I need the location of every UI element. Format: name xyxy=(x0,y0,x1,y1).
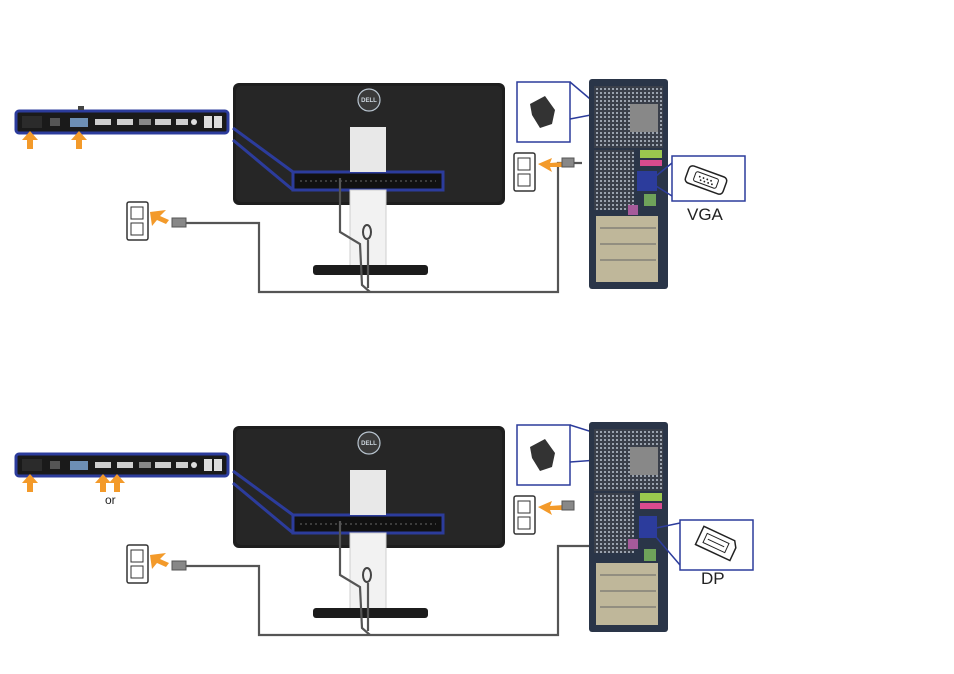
connector-inset xyxy=(656,520,753,570)
monitor-ports-strip xyxy=(16,106,228,133)
dp-diagram-graphic: DELL xyxy=(0,343,954,673)
wall-outlet-pc xyxy=(514,496,574,534)
vga-connection-diagram: DELL xyxy=(0,0,954,330)
computer-tower xyxy=(589,79,668,289)
or-label: or xyxy=(105,493,116,507)
vga-diagram-graphic: DELL xyxy=(0,0,954,330)
dell-logo: DELL xyxy=(361,98,377,104)
monitor-ports-strip xyxy=(16,454,228,476)
connector-inset xyxy=(656,156,745,201)
wall-outlet-monitor xyxy=(127,202,186,240)
power-plug-inset xyxy=(517,82,596,142)
dell-logo: DELL xyxy=(361,441,377,447)
connector-label: DP xyxy=(701,569,725,589)
computer-tower xyxy=(589,422,668,632)
connector-label: VGA xyxy=(687,205,723,225)
wall-outlet-pc xyxy=(514,153,574,191)
displayport-connection-diagram: DELL xyxy=(0,343,954,673)
wall-outlet-monitor xyxy=(127,545,186,583)
